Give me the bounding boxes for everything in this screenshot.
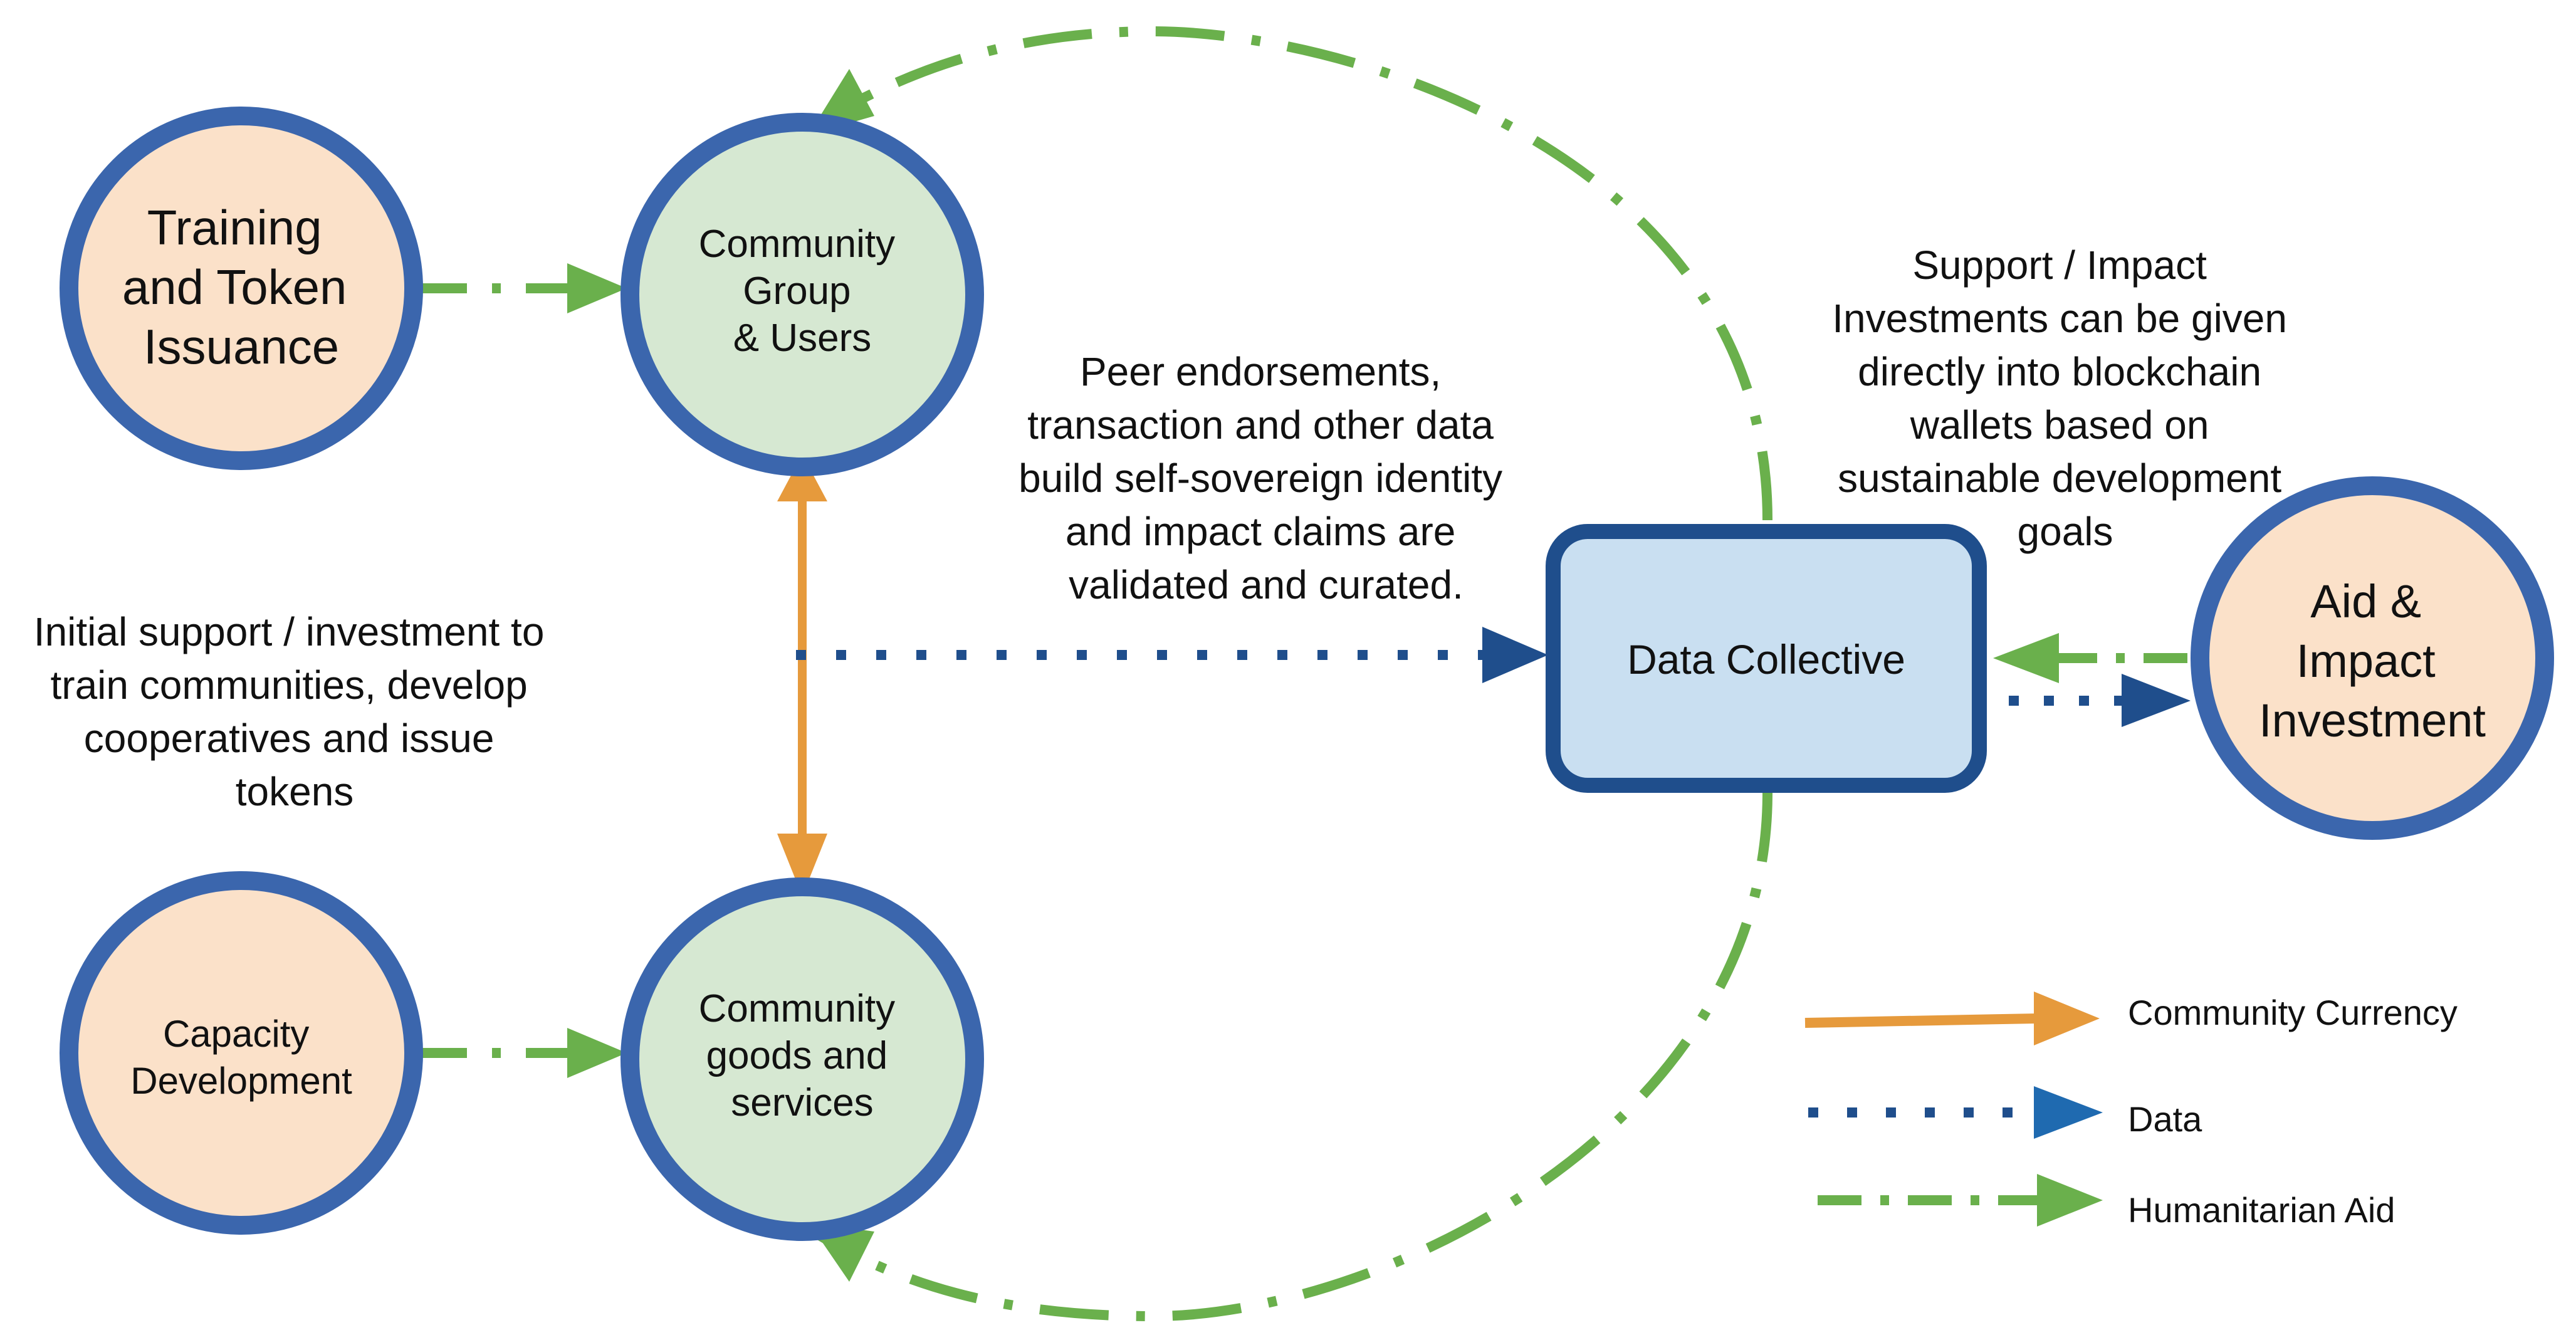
arrowhead-data-aid (2122, 674, 2191, 727)
node-community-goods-label: Community goods and services (699, 987, 906, 1124)
arrowhead-training (567, 263, 627, 313)
legend-currency-line (1804, 1013, 2038, 1028)
node-training-label: Training and Token Issuance (122, 200, 360, 374)
node-aid-investment-circle (2191, 476, 2554, 840)
arrowhead-capacity (567, 1028, 627, 1078)
caption-support-impact: Support / Impact Investments can be give… (1832, 243, 2298, 554)
caption-initial-support: Initial support / investment to train co… (34, 609, 555, 814)
caption-peer-endorsements: Peer endorsements, transaction and other… (1018, 349, 1514, 607)
legend-data-label: Data (2128, 1099, 2202, 1139)
arrowhead-currency-down (777, 834, 827, 896)
arc-aid-to-community-group (805, 26, 1772, 521)
legend-currency-label: Community Currency (2128, 993, 2458, 1032)
arrowhead-currency-up (777, 454, 827, 501)
legend-aid-arrowhead (2037, 1174, 2103, 1227)
node-aid-investment-label: Aid & Impact Investment (2259, 575, 2486, 746)
legend: Community Currency Data Humanitarian Aid (1804, 992, 2458, 1230)
node-community-goods-circle (620, 877, 984, 1241)
node-data-collective-label: Data Collective (1627, 636, 1905, 683)
node-capacity-circle (60, 871, 423, 1235)
arc-aid-to-community-goods (805, 792, 1772, 1322)
node-capacity-label: Capacity Development (130, 1013, 352, 1102)
arrowhead-data-collective (1482, 627, 1548, 683)
node-data-collective-box (1546, 524, 1987, 793)
arrowhead-aid-collective (1993, 633, 2059, 683)
legend-data-arrowhead (2034, 1086, 2103, 1139)
node-community-group-label: Community Group & Users (699, 222, 906, 360)
node-training-circle (60, 107, 423, 470)
legend-aid-label: Humanitarian Aid (2128, 1190, 2395, 1230)
legend-currency-arrowhead (2034, 992, 2100, 1045)
node-community-group-circle (620, 113, 984, 476)
